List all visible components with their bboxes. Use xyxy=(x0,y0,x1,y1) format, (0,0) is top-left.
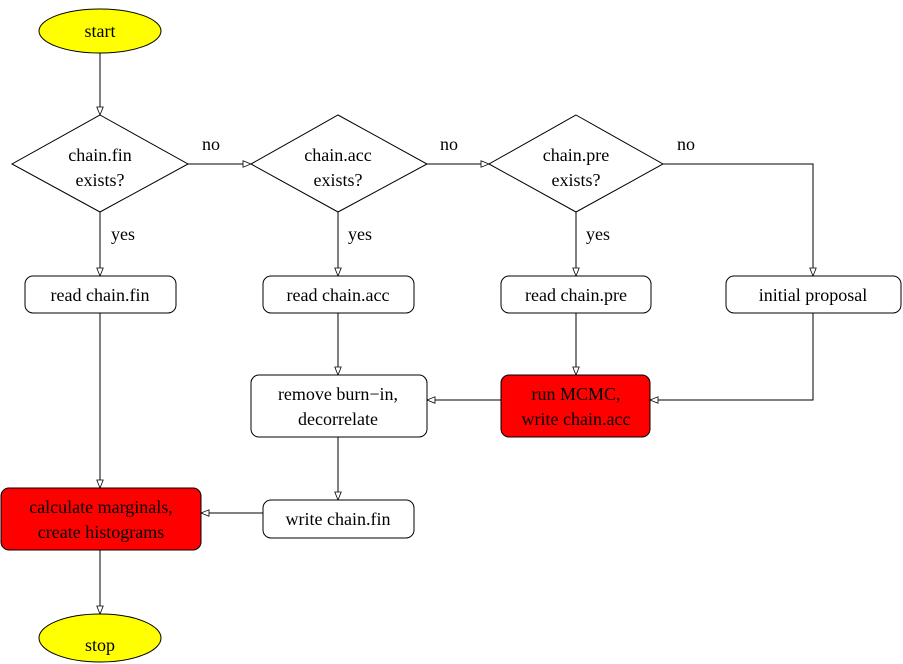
initial-proposal-box: initial proposal xyxy=(725,275,902,314)
calc-marginals-box: calculate marginals, create histograms xyxy=(0,487,202,551)
run-mcmc-line1: run MCMC, xyxy=(531,384,620,404)
decision-chain-pre-line1: chain.pre xyxy=(543,145,609,165)
read-chain-acc-box: read chain.acc xyxy=(262,275,415,314)
calc-marginals-rect xyxy=(0,487,202,551)
calc-marginals-line2: create histograms xyxy=(38,522,164,542)
read-chain-pre-box: read chain.pre xyxy=(500,275,652,314)
start-ellipse xyxy=(38,8,162,54)
edge-initial-to-run xyxy=(650,313,814,400)
initial-proposal-rect xyxy=(725,275,902,314)
edge-label-pre-yes: yes xyxy=(586,224,610,244)
run-mcmc-box: run MCMC, write chain.acc xyxy=(500,374,651,438)
read-chain-fin-box: read chain.fin xyxy=(24,275,177,314)
stop-ellipse xyxy=(38,613,162,663)
decision-chain-fin-line1: chain.fin xyxy=(68,145,131,165)
decision-chain-fin: chain.fin exists? xyxy=(10,114,190,213)
edges xyxy=(100,53,813,614)
read-chain-acc-label: read chain.acc xyxy=(287,285,390,305)
read-chain-pre-rect xyxy=(500,275,652,314)
start-label: start xyxy=(85,21,116,41)
stop-label: stop xyxy=(85,635,115,655)
read-chain-fin-rect xyxy=(24,275,177,314)
edge-label-acc-no: no xyxy=(440,134,458,154)
remove-burnin-line1: remove burn−in, xyxy=(278,384,398,404)
start-node: start xyxy=(38,8,162,54)
initial-proposal-label: initial proposal xyxy=(759,285,867,305)
edge-label-acc-yes: yes xyxy=(348,224,372,244)
decision-chain-acc-line2: exists? xyxy=(314,170,363,190)
edge-pre-no-to-initial xyxy=(663,163,813,276)
edge-label-fin-no: no xyxy=(202,134,220,154)
write-chain-fin-rect xyxy=(262,499,415,539)
decision-chain-fin-line2: exists? xyxy=(76,170,125,190)
decision-chain-acc-diamond xyxy=(249,114,429,213)
decision-chain-pre: chain.pre exists? xyxy=(487,114,665,213)
write-chain-fin-box: write chain.fin xyxy=(262,499,415,539)
remove-burnin-rect xyxy=(250,374,428,438)
run-mcmc-line2: write chain.acc xyxy=(522,409,631,429)
calc-marginals-line1: calculate marginals, xyxy=(29,497,173,517)
decision-chain-pre-diamond xyxy=(487,114,665,213)
write-chain-fin-label: write chain.fin xyxy=(286,509,391,529)
decision-chain-pre-line2: exists? xyxy=(552,170,601,190)
decision-chain-fin-diamond xyxy=(10,114,190,213)
edge-label-fin-yes: yes xyxy=(111,224,135,244)
run-mcmc-rect xyxy=(500,374,651,438)
read-chain-pre-label: read chain.pre xyxy=(525,285,627,305)
read-chain-fin-label: read chain.fin xyxy=(51,285,150,305)
read-chain-acc-rect xyxy=(262,275,415,314)
edge-label-pre-no: no xyxy=(677,134,695,154)
decision-chain-acc: chain.acc exists? xyxy=(249,114,429,213)
remove-burnin-line2: decorrelate xyxy=(298,409,378,429)
stop-node: stop xyxy=(38,613,162,663)
decision-chain-acc-line1: chain.acc xyxy=(304,145,371,165)
remove-burnin-box: remove burn−in, decorrelate xyxy=(250,374,428,438)
